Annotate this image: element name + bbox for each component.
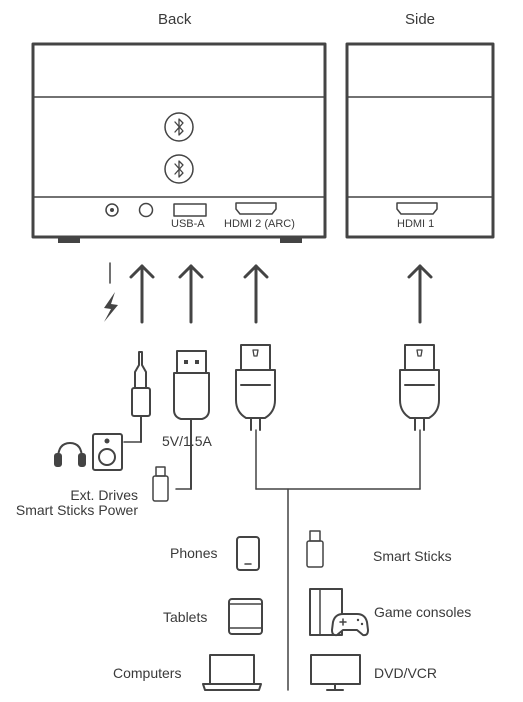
device-label-game-consoles: Game consoles bbox=[374, 604, 472, 620]
usb-use-label: Smart Sticks Power bbox=[15, 502, 138, 518]
hdmi-plug-icon bbox=[235, 344, 276, 431]
lightning-icon bbox=[104, 292, 118, 322]
power-spec-label: 5V/1.5A bbox=[162, 433, 212, 449]
hdmi-2-port-label: HDMI 2 (ARC) bbox=[224, 218, 295, 230]
back-view-label: Back bbox=[158, 11, 192, 28]
laptop-icon bbox=[202, 654, 262, 691]
usb-plug-icon bbox=[173, 350, 210, 490]
device-label-tablets: Tablets bbox=[163, 609, 208, 625]
aux-port bbox=[138, 202, 154, 218]
hdmi-2-port bbox=[235, 202, 277, 215]
foot bbox=[280, 237, 302, 243]
device-label-dvd-vcr: DVD/VCR bbox=[374, 665, 438, 681]
usb-stick-icon bbox=[152, 466, 169, 502]
phone-icon bbox=[236, 536, 260, 571]
arrow-usb bbox=[178, 264, 204, 324]
device-label-smart-sticks: Smart Sticks bbox=[373, 548, 452, 564]
usb-stick-icon bbox=[306, 530, 324, 568]
hdmi-1-port bbox=[396, 202, 438, 215]
usb-a-port bbox=[173, 203, 207, 217]
speaker-icon bbox=[92, 433, 123, 471]
arrow-hdmi2 bbox=[243, 264, 269, 324]
foot bbox=[58, 237, 80, 243]
usb-use-label: Ext. Drives bbox=[70, 487, 138, 503]
tablet-icon bbox=[228, 598, 263, 635]
side-panel bbox=[345, 42, 495, 239]
usb-a-port-label: USB-A bbox=[171, 218, 205, 230]
game-console-icon bbox=[309, 588, 369, 637]
audio-jack-plug-icon bbox=[131, 351, 151, 443]
headphones-icon bbox=[54, 442, 86, 467]
bluetooth-icon bbox=[164, 154, 194, 184]
hdmi-plug-icon bbox=[399, 344, 440, 431]
back-panel bbox=[31, 42, 327, 243]
side-view-label: Side bbox=[405, 11, 436, 28]
bluetooth-icon bbox=[164, 112, 194, 142]
arrow-aux bbox=[129, 264, 155, 324]
arrow-hdmi1 bbox=[407, 264, 433, 324]
hdmi-bus bbox=[255, 429, 421, 691]
device-label-phones: Phones bbox=[170, 545, 218, 561]
monitor-icon bbox=[310, 654, 361, 691]
hdmi-1-port-label: HDMI 1 bbox=[397, 218, 435, 230]
device-label-computers: Computers bbox=[113, 665, 182, 681]
power-port bbox=[105, 203, 119, 217]
